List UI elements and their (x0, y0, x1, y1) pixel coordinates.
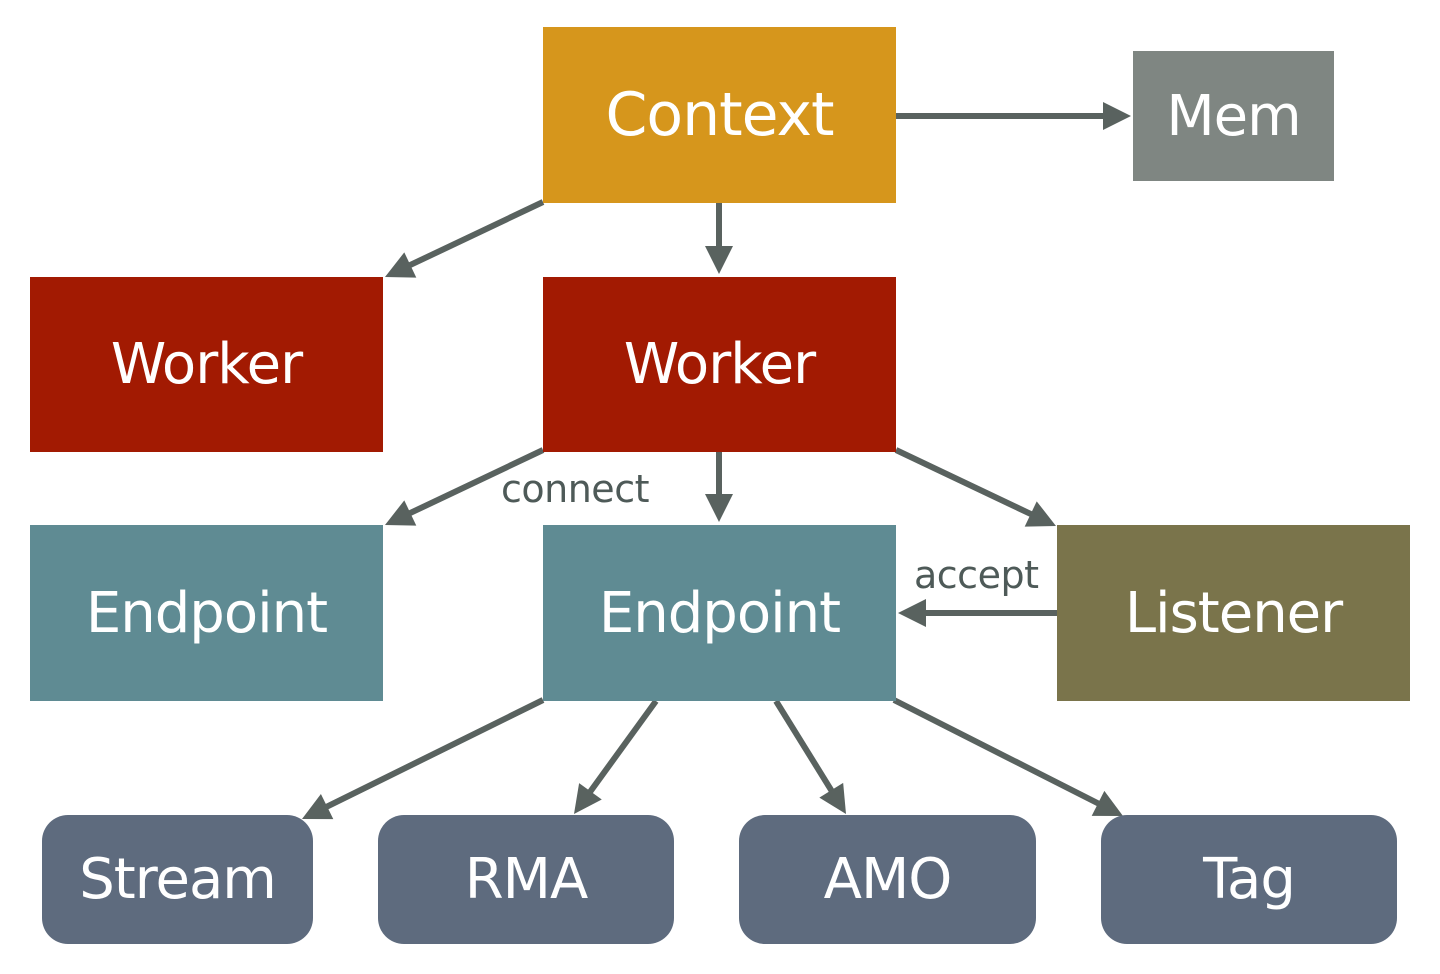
endpoint-node-center: Endpoint (543, 525, 896, 701)
arrow-endpoint-to-rma (574, 699, 659, 814)
arrow-endpoint-to-tag-head (1091, 790, 1123, 816)
endpoint-node-left: Endpoint (30, 525, 383, 701)
accept-edge-label: accept (914, 553, 1039, 597)
rma-node: RMA (378, 815, 674, 944)
arrow-context-to-worker-left (385, 199, 545, 278)
arrow-endpoint-to-amo-shaft (773, 699, 835, 794)
stream-node: Stream (42, 815, 313, 944)
arrow-worker-to-endpoint-left-head (385, 500, 417, 526)
arrow-endpoint-to-stream-head (302, 794, 334, 820)
arrow-endpoint-to-stream (302, 697, 545, 820)
connect-edge-label: connect (501, 467, 649, 511)
arrow-context-to-worker-left-head (385, 252, 417, 278)
arrow-context-to-worker-left-shaft (407, 199, 545, 269)
arrow-worker-to-endpoint-left (385, 447, 545, 526)
arrow-context-to-worker-center-head (705, 246, 733, 274)
arrow-worker-to-endpoint-center-head (705, 494, 733, 522)
arrow-endpoint-to-rma-head (574, 783, 602, 814)
arrow-worker-to-endpoint-center (705, 452, 733, 522)
mem-node: Mem (1133, 51, 1334, 181)
arrow-worker-to-listener-shaft (894, 447, 1034, 518)
arrow-endpoint-to-tag (892, 697, 1123, 816)
edge-group (302, 102, 1131, 820)
arrow-context-to-mem-head (1103, 102, 1131, 130)
worker-node-center: Worker (543, 277, 896, 452)
listener-node: Listener (1057, 525, 1410, 701)
arrow-worker-to-listener (894, 447, 1056, 527)
arrow-endpoint-to-stream-shaft (323, 697, 545, 811)
arrow-worker-to-listener-head (1024, 501, 1056, 527)
tag-node: Tag (1101, 815, 1397, 944)
arrow-listener-to-endpoint (898, 599, 1057, 627)
arrow-worker-to-endpoint-left-shaft (407, 447, 545, 517)
arrow-context-to-worker-center (705, 203, 733, 274)
arrow-endpoint-to-amo (773, 699, 846, 814)
amo-node: AMO (739, 815, 1036, 944)
arrow-endpoint-to-rma-shaft (586, 699, 659, 795)
arrow-endpoint-to-tag-shaft (892, 697, 1102, 807)
context-node: Context (543, 27, 896, 203)
arrow-endpoint-to-amo-head (819, 782, 846, 814)
worker-node-left: Worker (30, 277, 383, 452)
arrow-context-to-mem (896, 102, 1131, 130)
arrow-listener-to-endpoint-head (898, 599, 926, 627)
